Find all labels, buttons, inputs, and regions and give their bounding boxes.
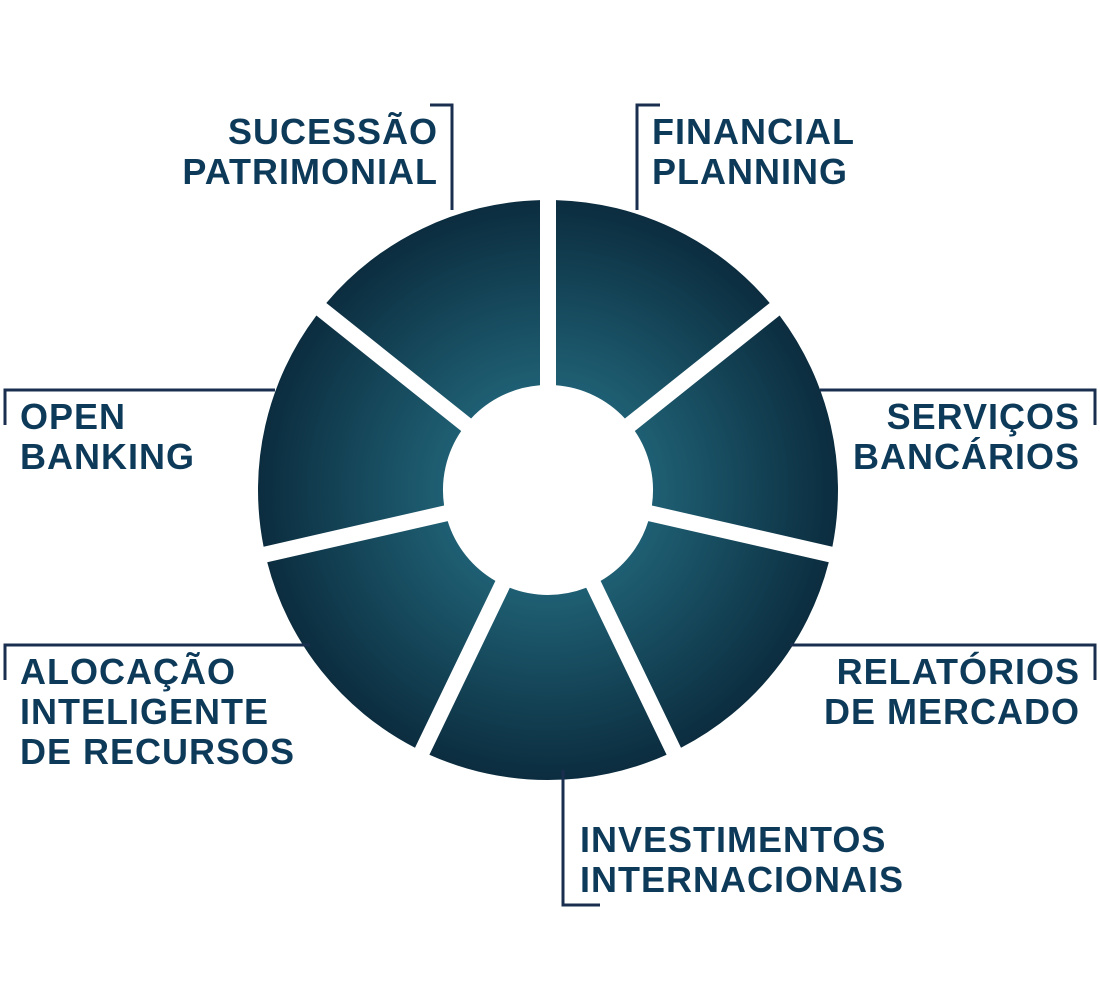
leader-lines [3, 103, 1097, 907]
label-line: SUCESSÃO [227, 111, 438, 152]
leader-line-sucessao [430, 103, 454, 210]
label-line: INTELIGENTE [20, 691, 270, 732]
label-line: PLANNING [652, 151, 848, 192]
label-financial-planning: FINANCIAL PLANNING [652, 112, 855, 192]
segment-servicos-bancarios [634, 315, 838, 547]
segment-sucessao-patrimonial [326, 200, 540, 419]
label-line: BANKING [20, 436, 195, 477]
label-line: SERVIÇOS [886, 396, 1080, 437]
leader-line-servicos [820, 388, 1097, 425]
label-relatorios-de-mercado: RELATÓRIOS DE MERCADO [824, 652, 1080, 732]
label-line: DE MERCADO [823, 691, 1080, 732]
leader-line-open-banking [3, 388, 275, 425]
label-line: INVESTIMENTOS [580, 819, 887, 860]
segment-alocacao-inteligente [267, 521, 496, 748]
segment-relatorios-de-mercado [600, 521, 829, 748]
label-sucessao-patrimonial: SUCESSÃO PATRIMONIAL [182, 112, 438, 192]
label-line: INTERNACIONAIS [580, 859, 905, 900]
label-line: FINANCIAL [652, 111, 855, 152]
label-line: DE RECURSOS [20, 731, 296, 772]
label-alocacao-inteligente: ALOCAÇÃO INTELIGENTE DE RECURSOS [20, 652, 295, 772]
leader-line-financial [635, 103, 660, 210]
leader-line-investimentos [561, 770, 600, 907]
segment-investimentos-internacionais [429, 587, 667, 781]
label-line: ALOCAÇÃO [20, 651, 236, 692]
label-line: PATRIMONIAL [182, 151, 438, 192]
label-servicos-bancarios: SERVIÇOS BANCÁRIOS [853, 397, 1080, 477]
segment-financial-planning [556, 200, 770, 419]
label-investimentos-internacionais: INVESTIMENTOS INTERNACIONAIS [580, 820, 904, 900]
label-line: BANCÁRIOS [852, 436, 1080, 477]
label-line: OPEN [20, 396, 127, 437]
leader-line-alocacao [3, 643, 310, 680]
leader-line-relatorios [790, 643, 1097, 680]
label-line: RELATÓRIOS [836, 651, 1080, 692]
segment-open-banking [258, 315, 462, 547]
label-open-banking: OPEN BANKING [20, 397, 195, 477]
